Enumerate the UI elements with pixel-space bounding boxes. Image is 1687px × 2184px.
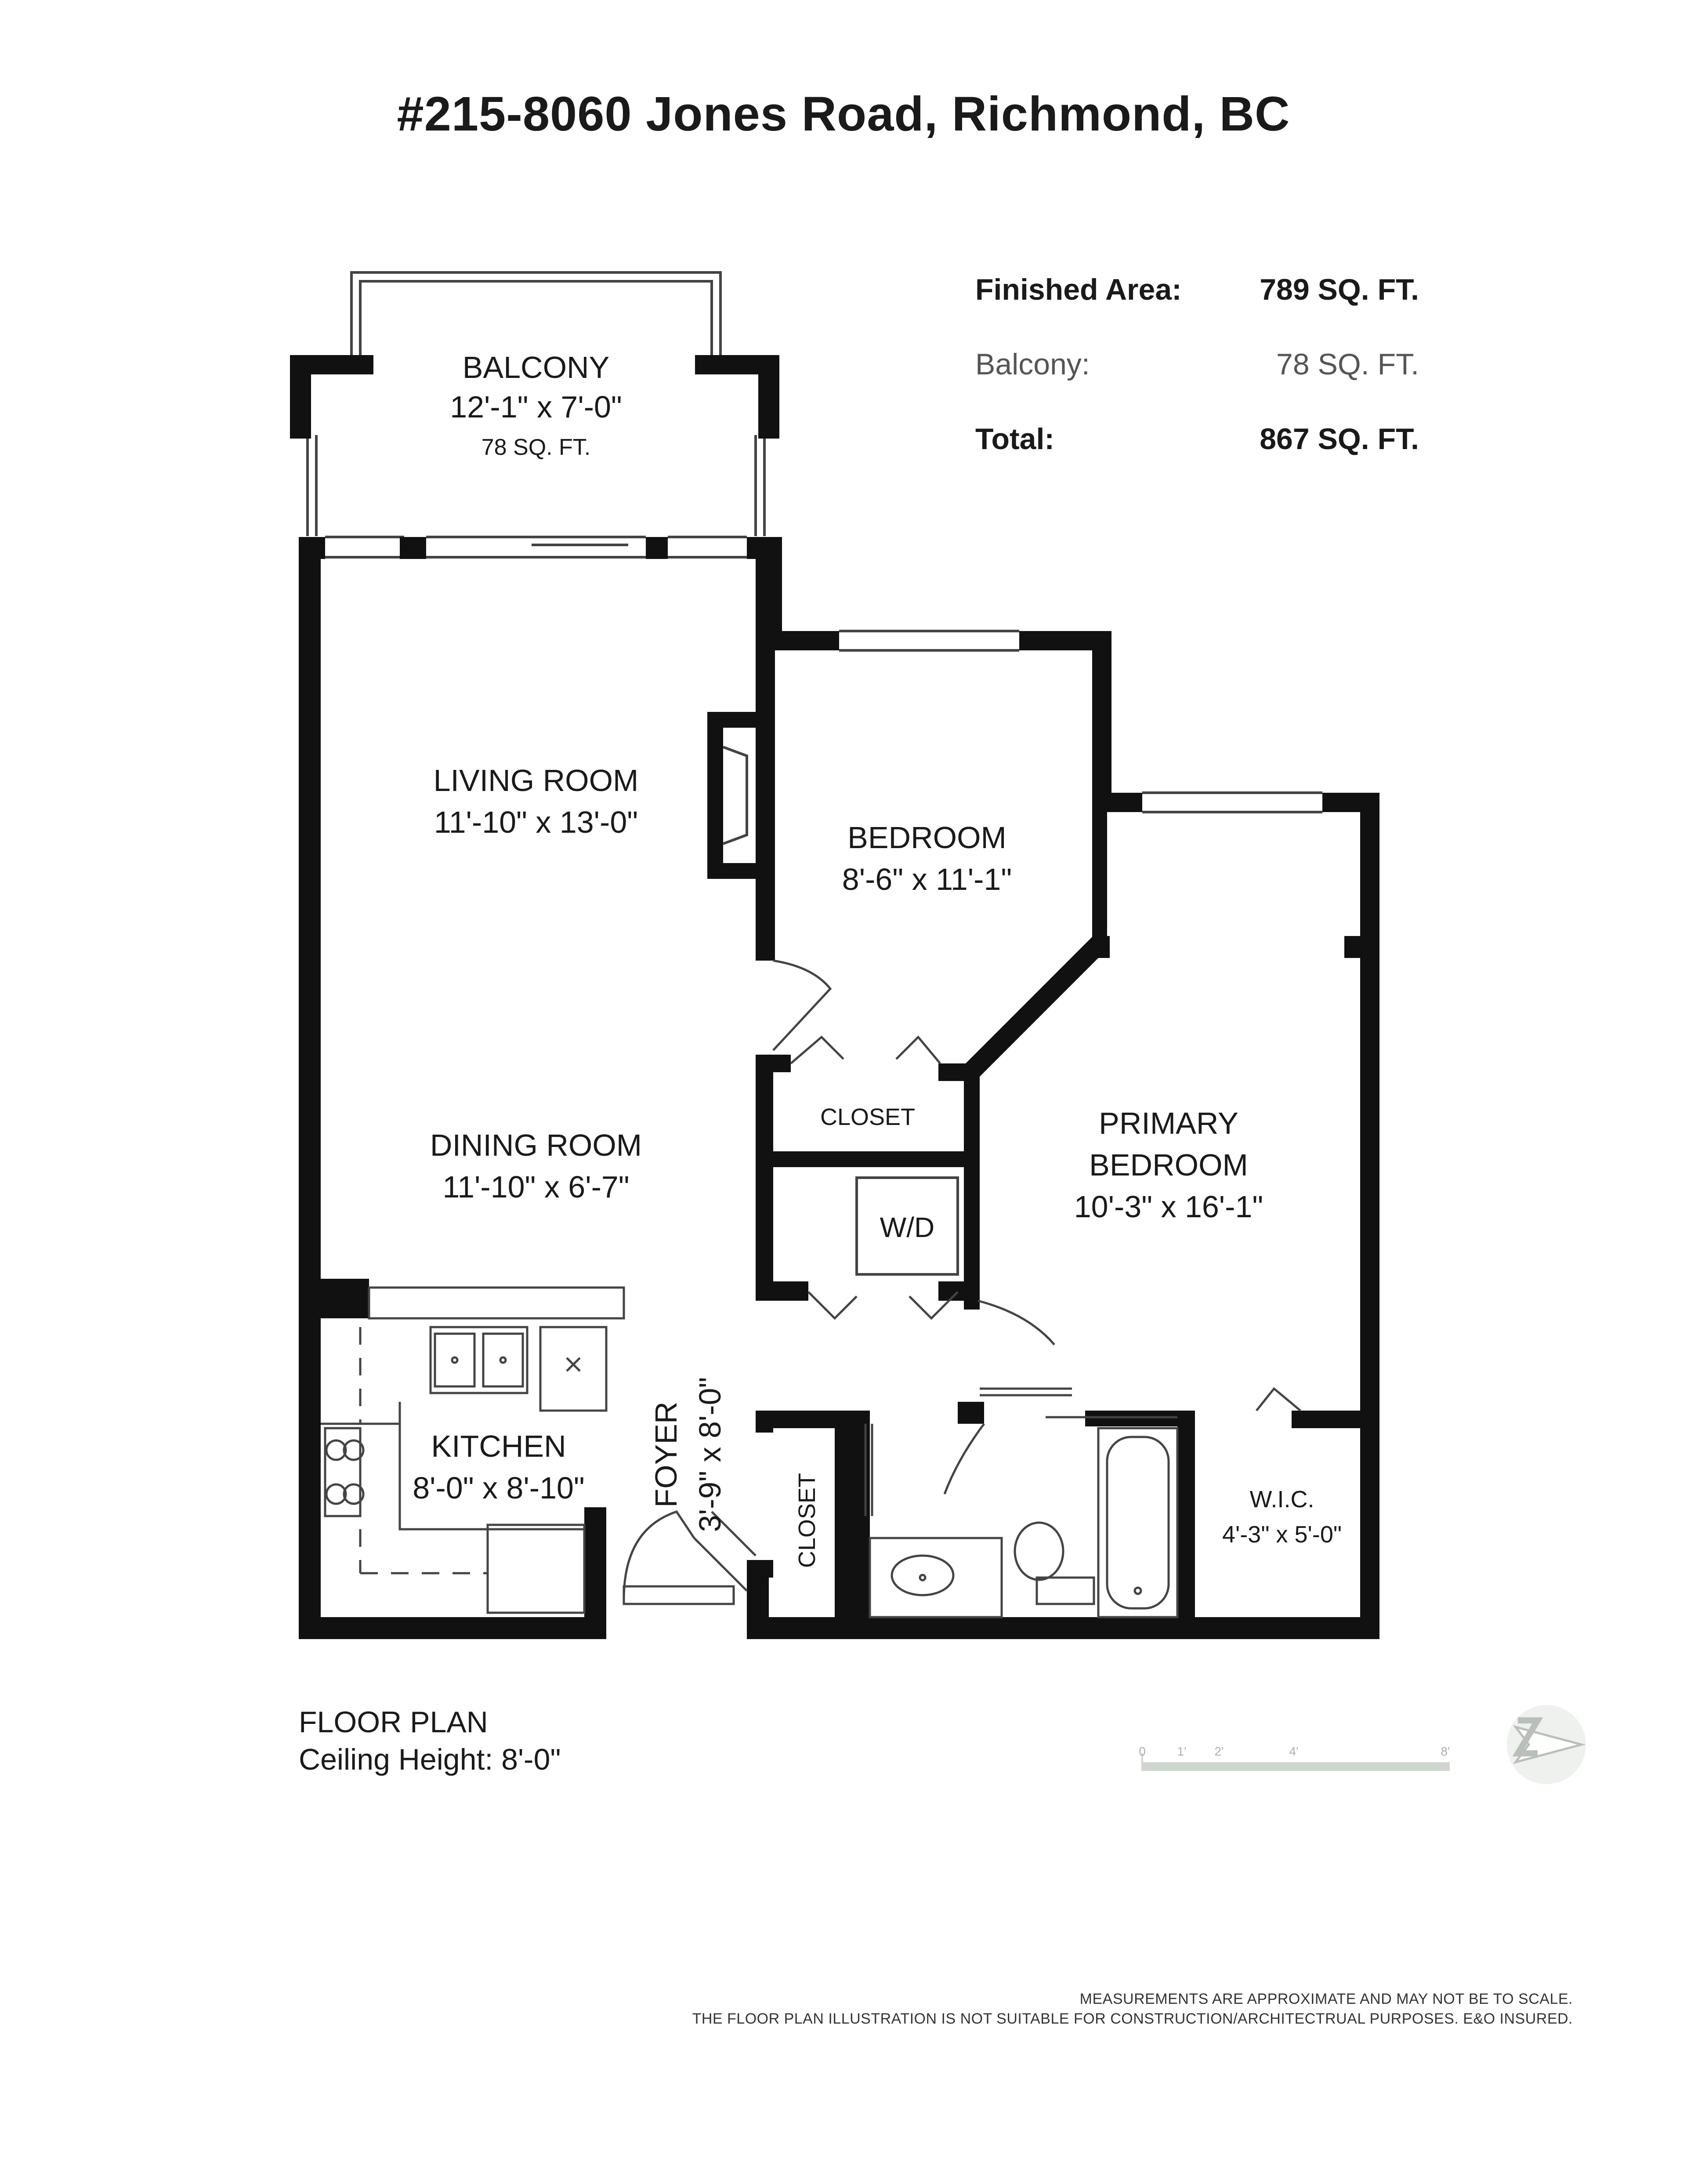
closet-2-name: CLOSET [794,1473,820,1568]
living-room-windows [325,536,747,559]
total-area-row: Total: 867 SQ. FT. [975,422,1419,466]
page-title: #215-8060 Jones Road, Richmond, BC [397,87,1290,141]
scale-tick-2: 2' [1215,1745,1224,1758]
balcony-area-label: Balcony: [975,348,1090,381]
floor-plan-label: FLOOR PLAN [299,1705,488,1739]
fireplace [722,746,748,845]
living-room-dims: 11'-10" x 13'-0" [434,805,638,839]
total-area-value: 867 SQ. FT. [1260,422,1419,456]
scale-tick-4: 4' [1289,1745,1299,1758]
scale-bar: 0 1' 2' 4' 8' [1139,1745,1450,1771]
balcony-name: BALCONY [463,350,610,385]
bedroom-dims: 8'-6" x 11'-1" [842,862,1012,896]
scale-tick-1: 1' [1177,1745,1187,1758]
primary-bedroom-dims: 10'-3" x 16'-1" [1074,1190,1263,1224]
primary-bedroom-name-line1: PRIMARY [1099,1106,1238,1140]
living-room-name: LIVING ROOM [434,763,639,798]
kitchen-dims: 8'-0" x 8'-10" [413,1471,585,1505]
ceiling-height: Ceiling Height: 8'-0" [299,1743,561,1776]
finished-area-value: 789 SQ. FT. [1260,273,1419,306]
bedroom-name: BEDROOM [847,820,1006,855]
north-arrow-icon [1507,1705,1586,1784]
closet-name: CLOSET [820,1104,915,1130]
primary-bedroom-name-line2: BEDROOM [1089,1148,1248,1182]
disclaimer-line-1: MEASUREMENTS ARE APPROXIMATE AND MAY NOT… [1079,1991,1573,2007]
dining-room-dims: 11'-10" x 6'-7" [442,1170,629,1204]
total-area-label: Total: [975,422,1055,456]
finished-area-row: Finished Area: 789 SQ. FT. [975,272,1419,316]
bathroom-fixtures [864,1387,1179,1618]
foyer-dims: 3'-9" x 8'-0" [693,1377,727,1532]
bedroom-window [839,630,1019,652]
scale-tick-8: 8' [1441,1745,1450,1758]
finished-area-label: Finished Area: [975,273,1182,306]
kitchen-name: KITCHEN [431,1429,566,1463]
wic-name: W.I.C. [1250,1486,1314,1513]
dining-room-name: DINING ROOM [430,1128,642,1162]
foyer-name: FOYER [649,1401,683,1507]
balcony-railing [306,271,766,536]
doors [623,959,1301,1605]
balcony-area: 78 SQ. FT. [481,435,591,460]
balcony-area-row: Balcony: 78 SQ. FT. [975,347,1419,391]
scale-tick-0: 0 [1139,1745,1146,1758]
primary-bedroom-window [1142,791,1322,813]
washer-dryer [855,1176,959,1276]
disclaimer-line-2: THE FLOOR PLAN ILLUSTRATION IS NOT SUITA… [692,2010,1573,2027]
balcony-wall-stubs [290,355,779,439]
balcony-area-value: 78 SQ. FT. [1276,348,1419,381]
walls [299,537,1379,1639]
room-labels: BALCONY 12'-1" x 7'-0" 78 SQ. FT. LIVING… [413,350,1342,1568]
wic-dims: 4'-3" x 5'-0" [1222,1521,1342,1548]
balcony-dims: 12'-1" x 7'-0" [450,390,622,424]
kitchen-fixtures [321,1286,625,1614]
washer-dryer-label: W/D [880,1212,934,1243]
